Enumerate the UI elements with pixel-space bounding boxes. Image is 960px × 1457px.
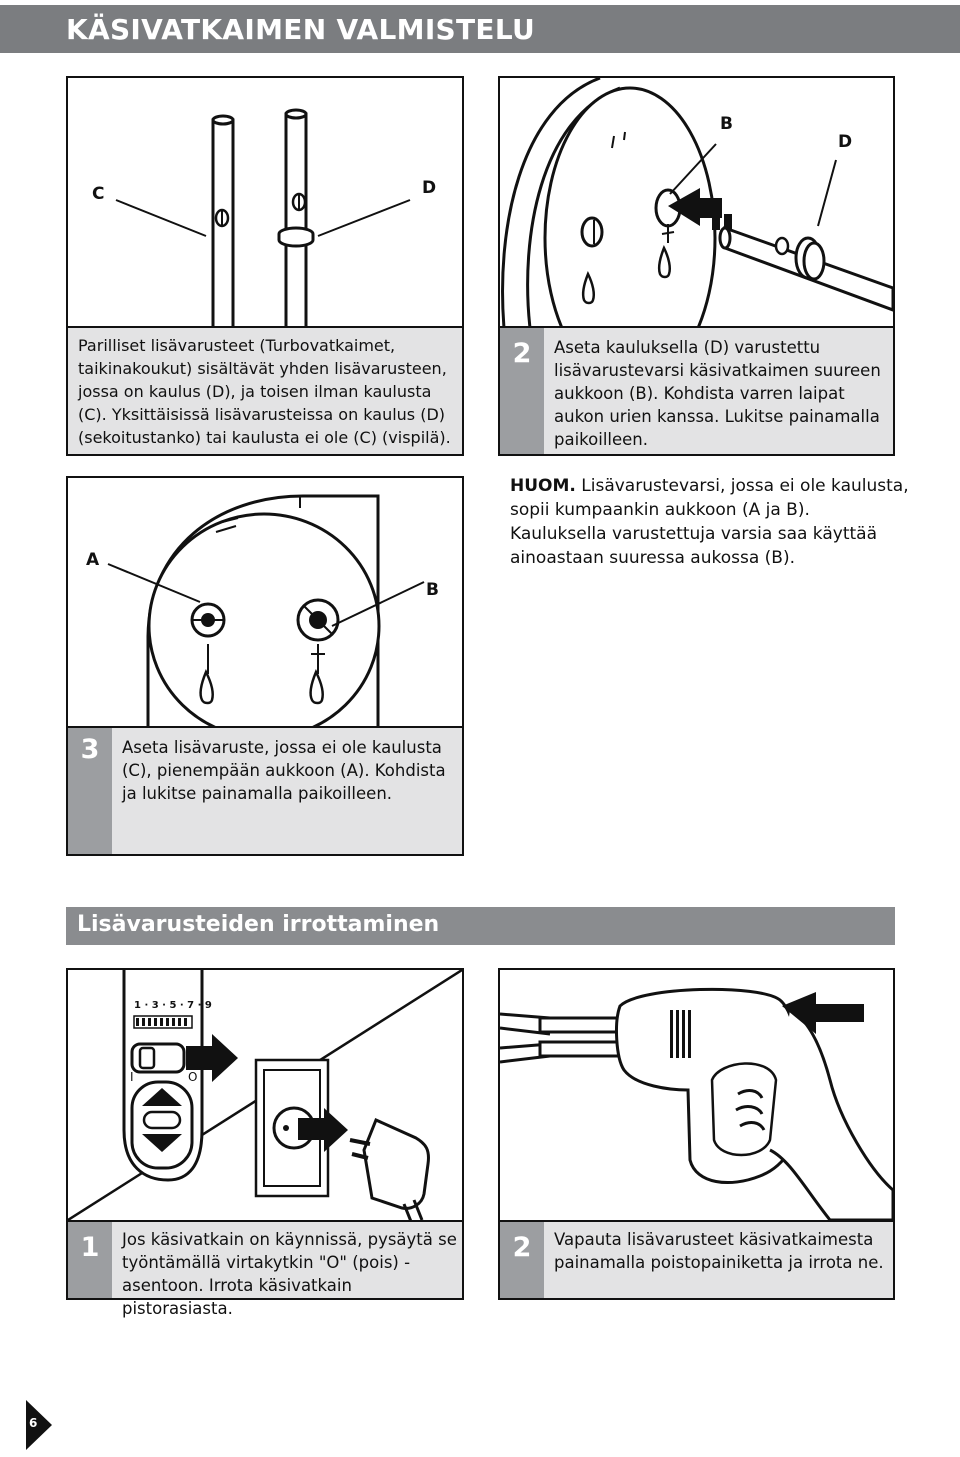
remove-step-2-number: 2 [500, 1222, 544, 1298]
label-b: B [720, 114, 733, 134]
remove-step-1-text: Jos käsivatkain on käynnissä, pysäytä se… [122, 1230, 457, 1318]
page-header-bar: KÄSIVATKAIMEN VALMISTELU [0, 5, 960, 53]
speed-scale: 1 · 3 · 5 · 7 · 9 [134, 1000, 212, 1011]
figure-switch-unplug: 1 · 3 · 5 · 7 · 9 I O [66, 968, 464, 1222]
step-3-number: 3 [68, 728, 112, 854]
page-number-tab: 6 [26, 1400, 52, 1450]
insert-collar-illustration [501, 78, 893, 326]
figure-holes: A B [66, 476, 464, 728]
caption-attachments: Parilliset lisävarusteet (Turbovatkaimet… [66, 326, 464, 456]
remove-step-1-number: 1 [68, 1222, 112, 1298]
label-d: D [838, 132, 853, 152]
label-d: D [422, 178, 437, 198]
switch-on-label: I [130, 1070, 134, 1084]
switch-unplug-illustration [68, 970, 462, 1220]
page-number: 6 [29, 1416, 38, 1430]
eject-illustration [500, 987, 893, 1220]
page-number-shape [26, 1400, 52, 1450]
remove-step-2-text: Vapauta lisävarusteet käsivatkaimesta pa… [554, 1230, 884, 1272]
step-3-text: Aseta lisävaruste, jossa ei ole kaulusta… [122, 738, 446, 803]
note-text: Lisävarustevarsi, jossa ei ole kaulusta,… [510, 476, 909, 568]
remove-step-2-caption: 2 Vapauta lisävarusteet käsivatkaimesta … [498, 1220, 895, 1300]
switch-off-label: O [188, 1070, 198, 1084]
caption-attachments-text: Parilliset lisävarusteet (Turbovatkaimet… [78, 336, 451, 447]
step-3-caption: 3 Aseta lisävaruste, jossa ei ole kaulus… [66, 726, 464, 856]
page-title: KÄSIVATKAIMEN VALMISTELU [66, 13, 536, 46]
figure-insert-collar: B D [498, 76, 895, 328]
step-2-caption: 2 Aseta kauluksella (D) varustettu lisäv… [498, 326, 895, 456]
holes-illustration [107, 494, 425, 726]
label-b: B [426, 580, 439, 600]
attachments-illustration [115, 108, 411, 326]
figure-attachments: C D [66, 76, 464, 328]
section-header-bar: Lisävarusteiden irrottaminen [66, 907, 895, 945]
section-title: Lisävarusteiden irrottaminen [77, 912, 440, 937]
label-a: A [86, 550, 100, 570]
remove-step-1-caption: 1 Jos käsivatkain on käynnissä, pysäytä … [66, 1220, 464, 1318]
note-label: HUOM. [510, 476, 576, 496]
step-2-number: 2 [500, 328, 544, 454]
figure-eject [498, 968, 895, 1222]
step-2-text: Aseta kauluksella (D) varustettu lisävar… [554, 338, 881, 449]
note-paragraph: HUOM. Lisävarustevarsi, jossa ei ole kau… [510, 474, 910, 570]
label-c: C [92, 184, 105, 204]
